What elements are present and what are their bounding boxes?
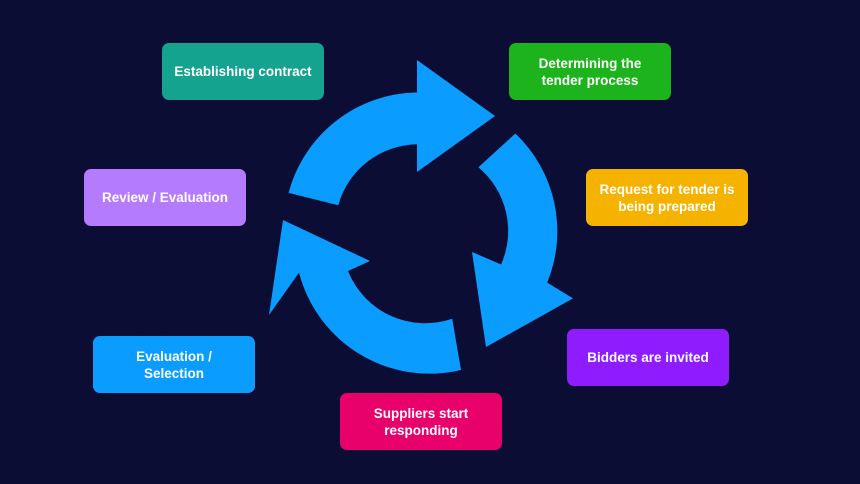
stage-bidders-invited[interactable]: Bidders are invited <box>567 329 729 386</box>
stage-label: Review / Evaluation <box>101 190 229 205</box>
stage-request-for-tender[interactable]: Request for tender is being prepared <box>586 169 748 226</box>
stage-label: Establishing contract <box>174 64 312 79</box>
stage-determining-tender-process[interactable]: Determining the tender process <box>509 43 671 100</box>
cycle-arrow-lower-right <box>472 133 573 347</box>
stage-suppliers-responding[interactable]: Suppliers start responding <box>340 393 502 450</box>
stage-label: Request for tender is being prepared <box>599 181 735 214</box>
cycle-arrow-left <box>269 220 461 374</box>
cycle-arrow-top <box>288 60 495 206</box>
stage-review-evaluation[interactable]: Review / Evaluation <box>84 169 246 226</box>
stage-evaluation-selection[interactable]: Evaluation / Selection <box>93 336 255 393</box>
stage-label: Determining the tender process <box>538 55 642 88</box>
stage-label: Suppliers start responding <box>373 405 469 438</box>
stage-label: Bidders are invited <box>587 350 709 365</box>
stage-label: Evaluation / Selection <box>136 348 212 381</box>
stage-establishing-contract[interactable]: Establishing contract <box>162 43 324 100</box>
